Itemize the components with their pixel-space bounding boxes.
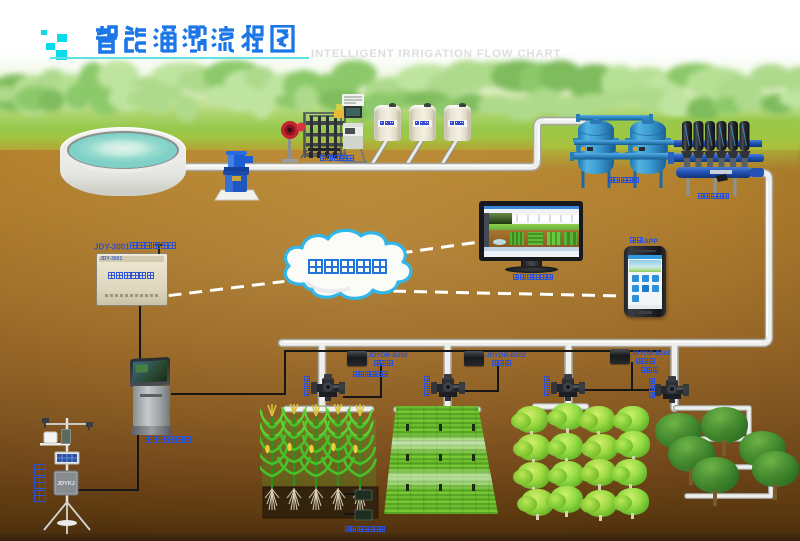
- svg-text:JDYKJ: JDYKJ: [57, 481, 75, 487]
